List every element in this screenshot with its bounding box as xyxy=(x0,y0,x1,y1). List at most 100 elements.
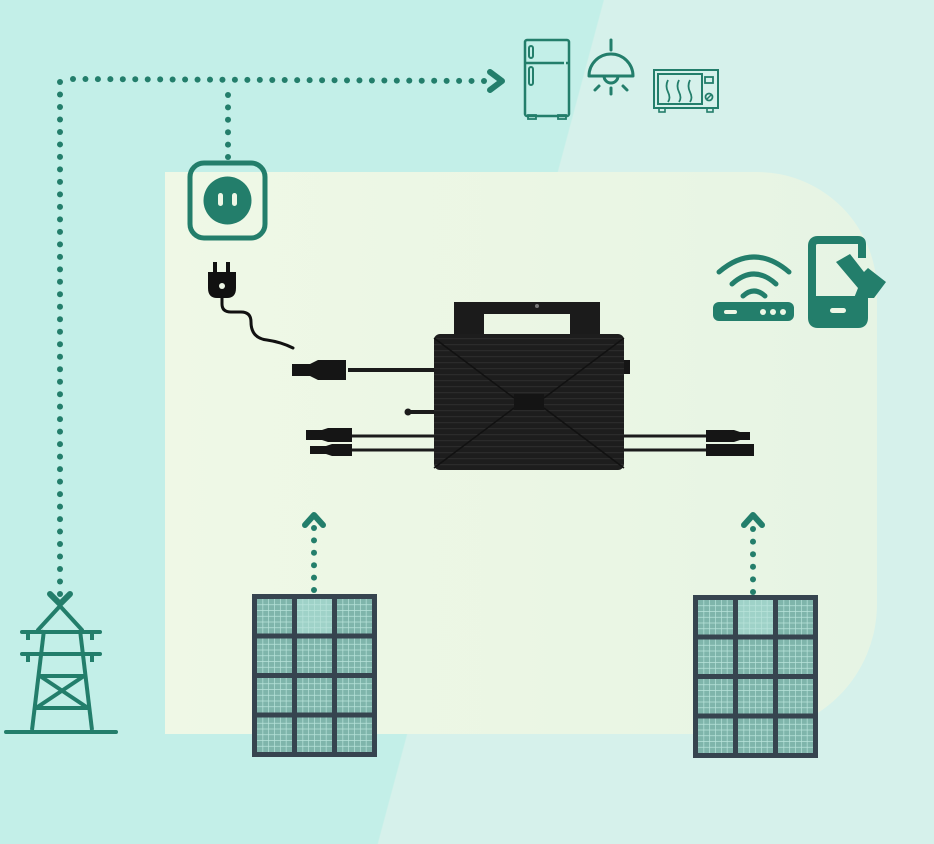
connector-dot xyxy=(319,77,326,84)
connector-dot xyxy=(356,77,363,84)
panel-cell xyxy=(738,600,773,635)
connector-dot xyxy=(182,76,189,83)
connector-dot xyxy=(431,77,438,84)
connector-dot xyxy=(311,562,317,569)
panel-cell xyxy=(337,717,372,752)
connector-dot xyxy=(57,328,63,335)
panel-cell xyxy=(257,638,292,673)
connector-dot xyxy=(225,92,231,98)
left-panel-to-inverter-line xyxy=(311,525,317,593)
connector-dot xyxy=(57,578,63,585)
connector-dot xyxy=(481,78,487,84)
connector-dot xyxy=(57,353,63,360)
connector-dot xyxy=(57,428,63,435)
connector-dot xyxy=(269,76,276,83)
connector-dot xyxy=(225,116,231,123)
connector-dot xyxy=(57,266,63,273)
connector-dot xyxy=(750,563,756,570)
connector-dot xyxy=(306,77,313,84)
panel-cell xyxy=(738,679,773,714)
connector-dot xyxy=(311,587,317,593)
connector-dot xyxy=(57,491,63,498)
connector-dot xyxy=(244,76,251,83)
connector-dot xyxy=(57,316,63,323)
grid-to-appliances-line xyxy=(57,76,487,597)
connector-dot xyxy=(57,528,63,535)
arrow-right-icon xyxy=(487,69,505,93)
connector-dot xyxy=(456,77,463,84)
connector-dot xyxy=(57,441,63,448)
panel-cell xyxy=(698,639,733,674)
connector-dot xyxy=(57,553,63,560)
connector-dot xyxy=(157,76,164,83)
connector-dot xyxy=(225,129,231,136)
connector-dot xyxy=(57,191,63,198)
connector-dot xyxy=(57,216,63,223)
connector-dot xyxy=(57,591,63,597)
panel-cell xyxy=(297,717,332,752)
connector-dot xyxy=(750,551,756,558)
connector-dot xyxy=(57,478,63,485)
connector-dot xyxy=(57,253,63,260)
connector-dot xyxy=(225,154,231,160)
panel-cell xyxy=(257,678,292,713)
connector-dot xyxy=(82,76,89,83)
power-tower-icon xyxy=(4,604,118,734)
panel-cell xyxy=(778,600,813,635)
right-panel-to-inverter-line xyxy=(750,526,756,595)
connector-dot xyxy=(311,574,317,581)
connector-dot xyxy=(750,538,756,545)
connector-dot xyxy=(57,278,63,285)
ceiling-lamp-icon xyxy=(587,38,635,96)
connector-dot xyxy=(468,77,475,84)
connector-dot xyxy=(57,241,63,248)
connector-dot xyxy=(57,503,63,510)
connector-dot xyxy=(311,537,317,544)
microinverter-image xyxy=(292,302,754,470)
connector-dot xyxy=(132,76,139,83)
connector-dot xyxy=(57,516,63,523)
connector-dot xyxy=(406,77,413,84)
connector-dot xyxy=(418,77,425,84)
connector-dot xyxy=(57,453,63,460)
connector-dot xyxy=(57,166,63,173)
connector-dot xyxy=(368,77,375,84)
panel-cell xyxy=(738,639,773,674)
connector-dot xyxy=(57,153,63,160)
connector-dot xyxy=(57,116,63,123)
panel-cell xyxy=(297,638,332,673)
connector-dot xyxy=(57,291,63,298)
wall-socket-icon xyxy=(187,160,268,241)
panel-cell xyxy=(778,679,813,714)
panel-cell xyxy=(337,678,372,713)
connector-dot xyxy=(344,77,350,84)
connector-dot xyxy=(57,541,63,548)
connector-dot xyxy=(393,77,400,84)
connector-dot xyxy=(144,76,151,83)
arrow-up-icon xyxy=(741,512,765,528)
connector-dot xyxy=(57,366,63,373)
connector-dot xyxy=(57,91,63,98)
panel-cell xyxy=(698,600,733,635)
panel-cell xyxy=(337,638,372,673)
refrigerator-icon xyxy=(523,38,571,120)
connector-dot xyxy=(57,203,63,210)
panel-cell xyxy=(257,717,292,752)
connector-dot xyxy=(57,228,63,235)
connector-dot xyxy=(70,76,76,82)
arrow-down-icon xyxy=(47,591,73,607)
connector-dot xyxy=(57,391,63,398)
connector-dot xyxy=(294,77,301,84)
connector-dot xyxy=(750,526,756,532)
panel-cell xyxy=(257,599,292,634)
microwave-icon xyxy=(653,69,719,113)
solar-panel-left xyxy=(252,594,377,757)
arrow-up-icon xyxy=(302,512,326,528)
connector-dot xyxy=(57,416,63,423)
connector-dot xyxy=(311,549,317,556)
connector-dot xyxy=(57,141,63,148)
connector-dot xyxy=(57,128,63,135)
connector-dot xyxy=(256,76,263,83)
panel-cell xyxy=(778,718,813,753)
